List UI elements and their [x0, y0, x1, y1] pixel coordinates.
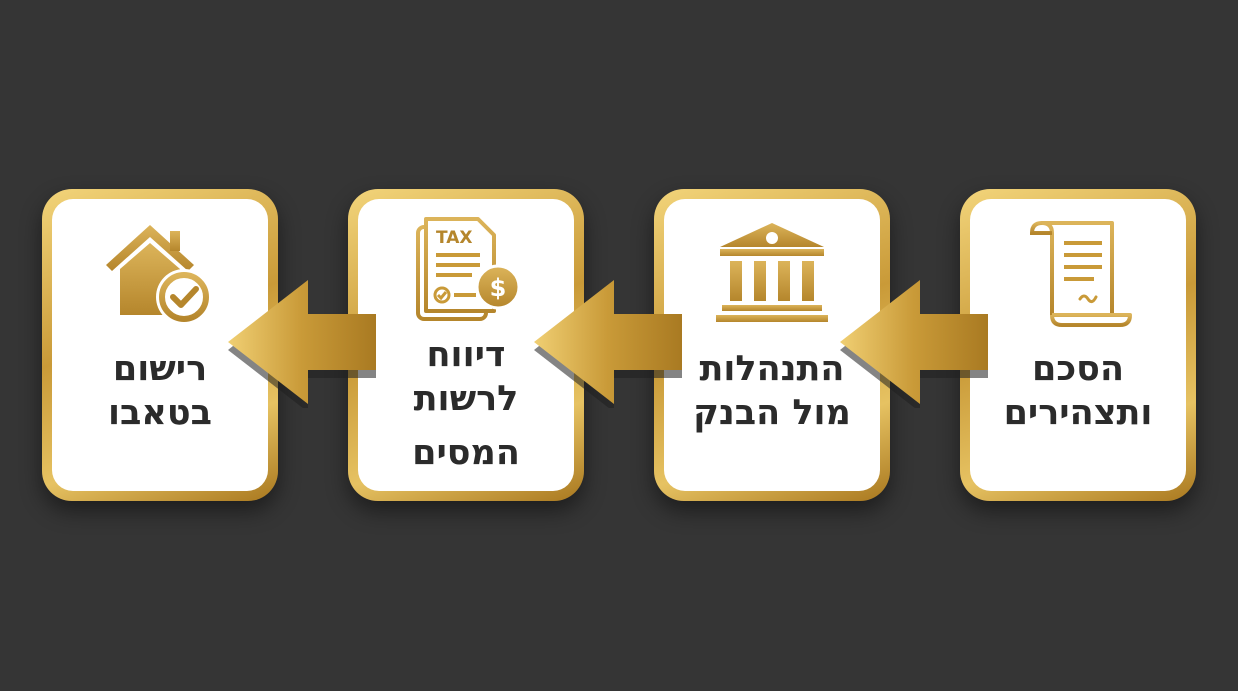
contract-scroll-icon — [1018, 217, 1138, 329]
step-label: רישום בטאבו — [108, 349, 212, 433]
svg-text:TAX: TAX — [436, 228, 473, 248]
svg-text:$: $ — [490, 274, 507, 302]
step-label: דיווח לרשות המסים — [412, 335, 520, 473]
bank-building-icon — [712, 217, 832, 329]
step-card-contract: הסכם ותצהירים — [960, 189, 1196, 501]
tax-document-icon: TAX $ — [406, 217, 526, 329]
flow-arrow-left-icon — [532, 280, 684, 408]
step-label: הסכם ותצהירים — [1003, 349, 1153, 433]
house-check-icon — [100, 217, 220, 329]
step-label: התנהלות מול הבנק — [693, 349, 851, 433]
flow-arrow-left-icon — [226, 280, 378, 408]
flow-arrow-left-icon — [838, 280, 990, 408]
